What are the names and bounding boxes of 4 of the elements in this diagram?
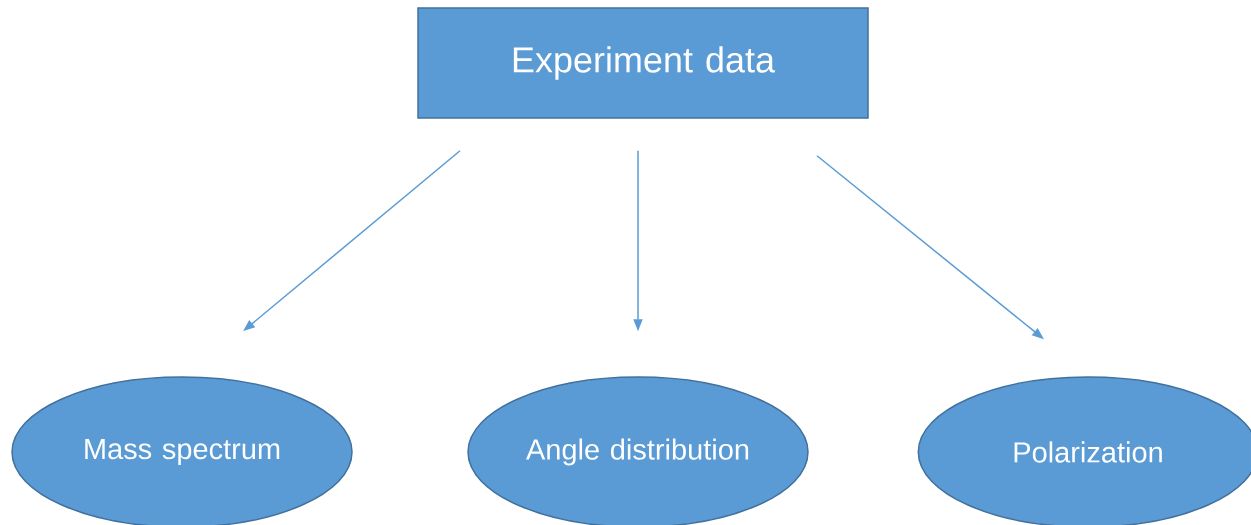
ellipse-node: Angle distribution	[467, 376, 809, 525]
ellipse-node: Mass spectrum	[11, 376, 353, 525]
process-box: Experiment data	[417, 7, 869, 119]
ellipse-node: Polarization	[917, 376, 1251, 525]
